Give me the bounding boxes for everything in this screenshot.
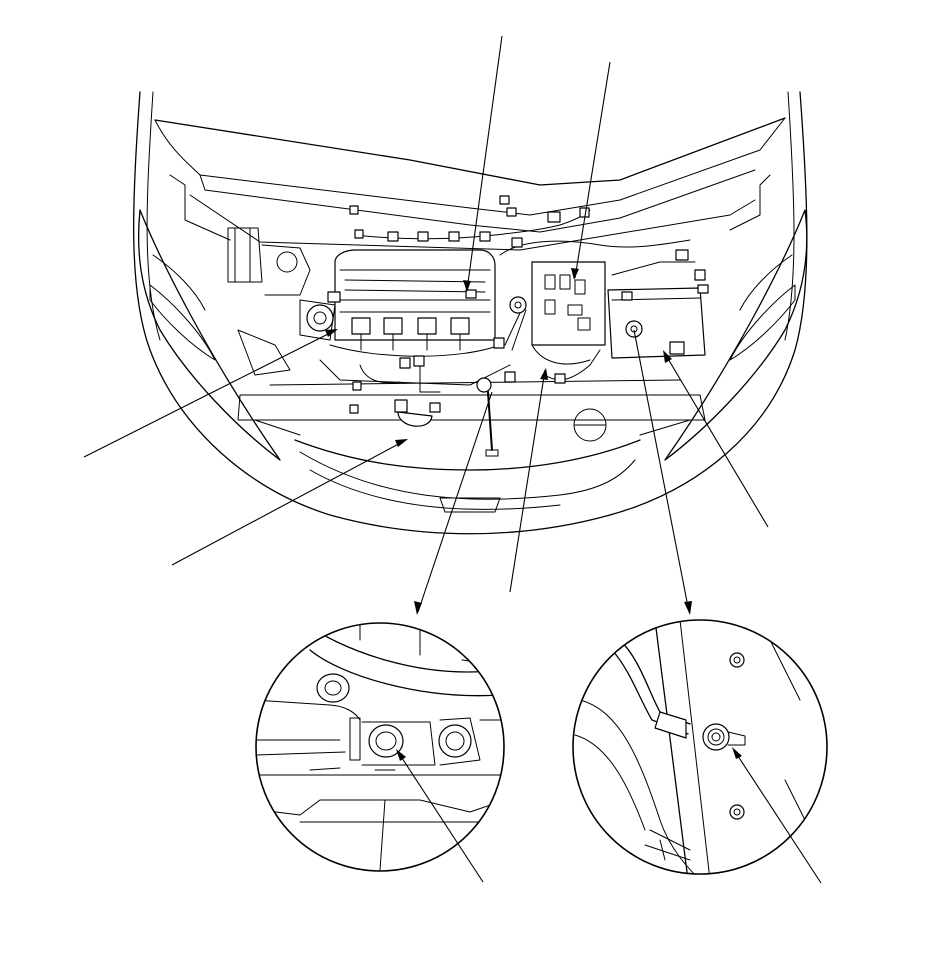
harness-connector-row: [327, 195, 591, 427]
arrow-head: [684, 601, 692, 615]
detail-view-left: [255, 622, 505, 883]
arrow-head: [732, 747, 742, 759]
callout-leaders-main: [83, 35, 769, 615]
right-headlight: [664, 209, 808, 461]
arrow-head: [571, 268, 579, 280]
arrow-head: [414, 601, 422, 615]
detail-view-right: [572, 619, 828, 884]
arrow-head: [540, 368, 548, 380]
engine-assembly: [299, 249, 511, 393]
battery: [607, 287, 706, 359]
vehicle-body-outline: [133, 91, 808, 535]
under-hood-fuse-box: [531, 261, 606, 365]
arrow-head: [663, 350, 672, 363]
air-cleaner-box: [227, 227, 311, 376]
arrow-head: [396, 749, 406, 761]
arrow-head: [463, 280, 471, 292]
ignition-coil-row: [351, 317, 470, 351]
left-headlight: [137, 209, 281, 461]
radiator-support: [237, 379, 706, 442]
arrow-head: [325, 329, 338, 337]
arrow-head: [395, 439, 408, 447]
dipstick-tube: [476, 377, 499, 457]
front-bumper: [254, 419, 691, 513]
